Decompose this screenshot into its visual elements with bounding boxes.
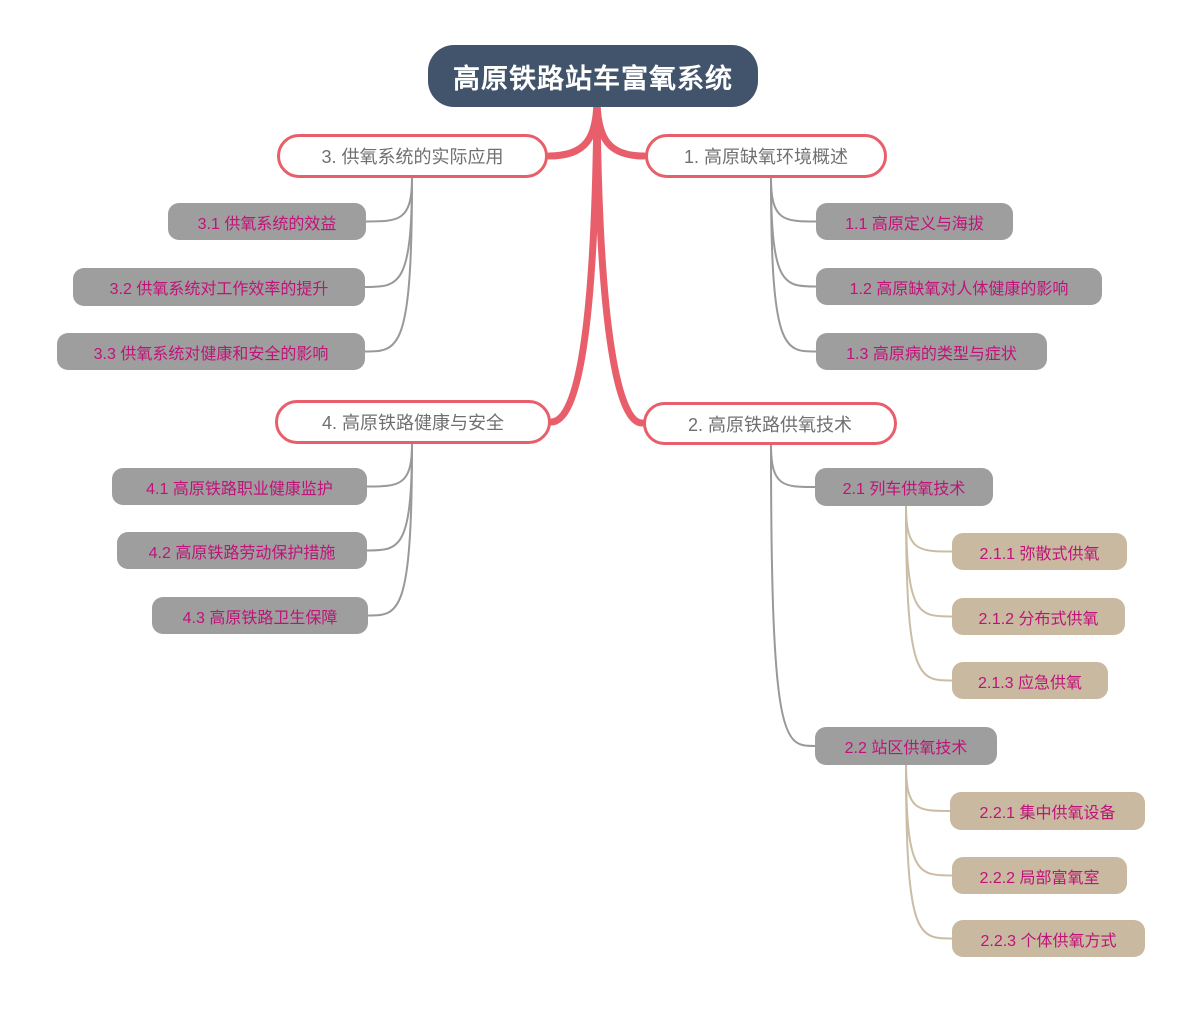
connector-21-to-2-1-2 bbox=[905, 505, 953, 618]
connector-root-to-branch3 bbox=[545, 98, 601, 160]
topic-node-2-1-2-label: 2.1.2 分布式供氧 bbox=[978, 610, 1099, 628]
connector-b2-to-2-1 bbox=[770, 444, 816, 488]
connector-b4-to-4-2 bbox=[366, 443, 413, 552]
topic-node-1-2-label: 1.2 高原缺氧对人体健康的影响 bbox=[849, 280, 1069, 298]
topic-node-2-2-label: 2.2 站区供氧技术 bbox=[844, 740, 968, 757]
topic-node-2-1-3-label: 2.1.3 应急供氧 bbox=[977, 674, 1083, 692]
connector-22-to-2-2-3 bbox=[905, 764, 953, 940]
topic-node-2-2[interactable]: 2.2 站区供氧技术 bbox=[815, 727, 997, 765]
connector-21-to-2-1-3 bbox=[905, 505, 953, 682]
topic-node-3-1[interactable]: 3.1 供氧系统的效益 bbox=[168, 203, 366, 240]
connector-22-to-2-2-1 bbox=[905, 764, 951, 812]
connector-b4-to-4-1 bbox=[366, 443, 413, 488]
connector-21-to-2-1-1 bbox=[905, 505, 953, 553]
branch-node-3[interactable]: 3. 供氧系统的实际应用 bbox=[277, 134, 548, 178]
connector-root-to-branch2 bbox=[593, 98, 646, 427]
topic-node-3-1-label: 3.1 供氧系统的效益 bbox=[197, 215, 337, 233]
connector-b1-to-1-1 bbox=[770, 177, 817, 223]
root-node[interactable]: 高原铁路站车富氧系统 bbox=[428, 45, 758, 107]
connector-b3-to-3-3 bbox=[364, 177, 413, 353]
topic-node-2-2-2-label: 2.2.2 局部富氧室 bbox=[979, 869, 1100, 887]
topic-node-2-1-1[interactable]: 2.1.1 弥散式供氧 bbox=[952, 533, 1127, 570]
topic-node-1-3[interactable]: 1.3 高原病的类型与症状 bbox=[816, 333, 1047, 370]
topic-node-1-3-label: 1.3 高原病的类型与症状 bbox=[846, 345, 1017, 363]
topic-node-4-3-label: 4.3 高原铁路卫生保障 bbox=[182, 609, 338, 627]
connector-b2-to-2-2 bbox=[770, 444, 816, 747]
topic-node-3-2[interactable]: 3.2 供氧系统对工作效率的提升 bbox=[73, 268, 365, 306]
branch-node-3-label: 3. 供氧系统的实际应用 bbox=[321, 147, 504, 167]
topic-node-1-1[interactable]: 1.1 高原定义与海拔 bbox=[816, 203, 1013, 240]
topic-node-2-1-2[interactable]: 2.1.2 分布式供氧 bbox=[952, 598, 1125, 635]
topic-node-4-2[interactable]: 4.2 高原铁路劳动保护措施 bbox=[117, 532, 367, 569]
branch-node-2-label: 2. 高原铁路供氧技术 bbox=[687, 414, 852, 435]
connector-root-to-branch1 bbox=[593, 98, 648, 160]
branch-node-4[interactable]: 4. 高原铁路健康与安全 bbox=[275, 400, 551, 444]
branch-node-1[interactable]: 1. 高原缺氧环境概述 bbox=[645, 134, 887, 178]
branch-node-1-label: 1. 高原缺氧环境概述 bbox=[683, 147, 848, 167]
topic-node-2-1-3[interactable]: 2.1.3 应急供氧 bbox=[952, 662, 1108, 699]
topic-node-4-3[interactable]: 4.3 高原铁路卫生保障 bbox=[152, 597, 368, 634]
connector-b1-to-1-2 bbox=[770, 177, 817, 288]
topic-node-2-1[interactable]: 2.1 列车供氧技术 bbox=[815, 468, 993, 506]
topic-node-4-1[interactable]: 4.1 高原铁路职业健康监护 bbox=[112, 468, 367, 505]
connector-22-to-2-2-2 bbox=[905, 764, 953, 877]
connector-b3-to-3-2 bbox=[364, 177, 413, 288]
topic-node-2-2-3[interactable]: 2.2.3 个体供氧方式 bbox=[952, 920, 1145, 957]
topic-node-2-1-label: 2.1 列车供氧技术 bbox=[842, 481, 966, 498]
branch-node-4-label: 4. 高原铁路健康与安全 bbox=[321, 413, 504, 433]
topic-node-3-3[interactable]: 3.3 供氧系统对健康和安全的影响 bbox=[57, 333, 365, 370]
topic-node-1-2[interactable]: 1.2 高原缺氧对人体健康的影响 bbox=[816, 268, 1102, 305]
topic-node-3-3-label: 3.3 供氧系统对健康和安全的影响 bbox=[93, 345, 329, 363]
topic-node-3-2-label: 3.2 供氧系统对工作效率的提升 bbox=[109, 281, 329, 298]
topic-node-2-2-3-label: 2.2.3 个体供氧方式 bbox=[980, 932, 1117, 950]
connector-b1-to-1-3 bbox=[770, 177, 817, 353]
topic-node-2-2-1[interactable]: 2.2.1 集中供氧设备 bbox=[950, 792, 1145, 830]
topic-node-2-1-1-label: 2.1.1 弥散式供氧 bbox=[979, 545, 1100, 563]
connector-b3-to-3-1 bbox=[365, 177, 413, 223]
root-node-label: 高原铁路站车富氧系统 bbox=[453, 63, 733, 94]
connector-b4-to-4-3 bbox=[367, 443, 413, 617]
branch-node-2[interactable]: 2. 高原铁路供氧技术 bbox=[643, 402, 897, 445]
topic-node-2-2-1-label: 2.2.1 集中供氧设备 bbox=[979, 805, 1116, 822]
topic-node-4-1-label: 4.1 高原铁路职业健康监护 bbox=[146, 480, 333, 498]
topic-node-1-1-label: 1.1 高原定义与海拔 bbox=[845, 215, 984, 233]
topic-node-4-2-label: 4.2 高原铁路劳动保护措施 bbox=[148, 544, 336, 562]
topic-node-2-2-2[interactable]: 2.2.2 局部富氧室 bbox=[952, 857, 1127, 894]
